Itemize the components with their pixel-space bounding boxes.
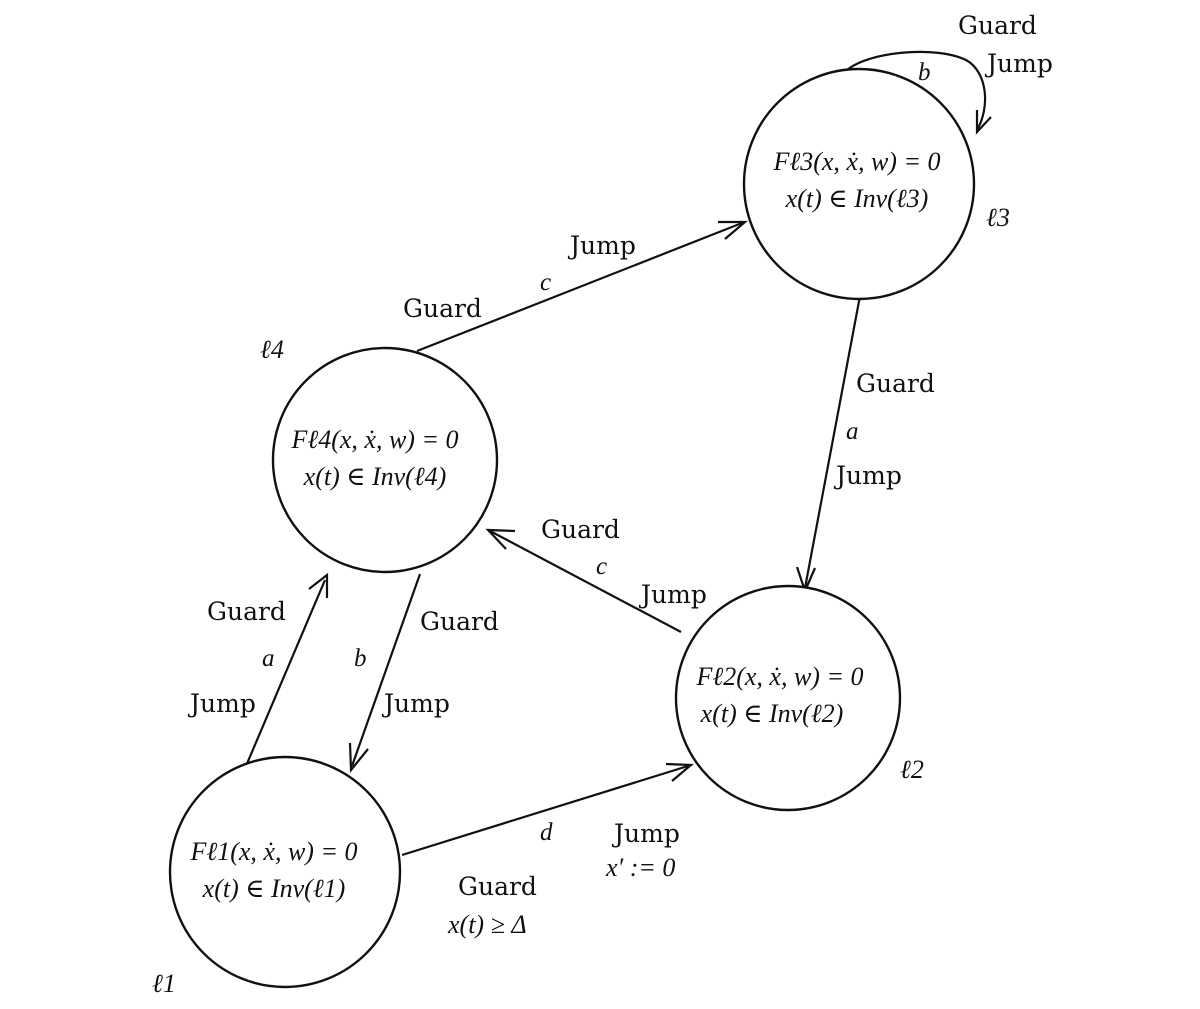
l3-l2-jump-label: Jump	[833, 461, 902, 490]
l1-l4-guard-label: Guard	[207, 597, 286, 626]
location-l1-label: ℓ1	[152, 969, 176, 998]
location-l3-label: ℓ3	[986, 203, 1010, 232]
l1-l4-event-label: a	[262, 645, 275, 672]
l4-l3-jump-label: Jump	[567, 231, 636, 260]
l1-l2-jump-reset: x′ := 0	[605, 853, 675, 882]
l3-l2-guard-label: Guard	[856, 369, 935, 398]
location-l2-invariant: x(t) ∈ Inv(ℓ2)	[700, 699, 844, 728]
location-l1[interactable]: Fℓ1(x, ẋ, w) = 0 x(t) ∈ Inv(ℓ1)	[168, 755, 402, 989]
l3-l2-event-label: a	[846, 418, 859, 445]
transition-l4-to-l3	[416, 220, 748, 353]
location-l2-label: ℓ2	[900, 755, 924, 784]
location-l1-equation: Fℓ1(x, ẋ, w) = 0	[190, 837, 358, 866]
l2-l4-guard-label: Guard	[541, 515, 620, 544]
transition-l3-self-loop	[845, 50, 992, 135]
location-l3-invariant: x(t) ∈ Inv(ℓ3)	[785, 184, 929, 213]
l4-l3-guard-label: Guard	[403, 294, 482, 323]
location-l3[interactable]: Fℓ3(x, ẋ, w) = 0 x(t) ∈ Inv(ℓ3)	[742, 67, 976, 301]
transition-l1-to-l2	[401, 762, 694, 857]
location-l4-label: ℓ4	[260, 335, 284, 364]
location-l4[interactable]: Fℓ4(x, ẋ, w) = 0 x(t) ∈ Inv(ℓ4)	[271, 346, 499, 574]
l1-l2-jump-label: Jump	[611, 819, 680, 848]
l4-l3-event-label: c	[540, 269, 551, 296]
l4-l1-event-label: b	[354, 645, 367, 672]
l3-self-jump-label: Jump	[984, 49, 1053, 78]
location-l1-invariant: x(t) ∈ Inv(ℓ1)	[202, 874, 346, 903]
l4-l1-jump-label: Jump	[381, 689, 450, 718]
l3-self-guard-label: Guard	[958, 11, 1037, 40]
location-l4-equation: Fℓ4(x, ẋ, w) = 0	[291, 425, 459, 454]
location-l3-equation: Fℓ3(x, ẋ, w) = 0	[773, 147, 941, 176]
l1-l2-guard-condition: x(t) ≥ Δ	[447, 910, 527, 939]
transition-l2-to-l4	[485, 528, 682, 633]
location-l2-equation: Fℓ2(x, ẋ, w) = 0	[696, 662, 864, 691]
location-l4-invariant: x(t) ∈ Inv(ℓ4)	[303, 462, 447, 491]
l1-l4-jump-label: Jump	[187, 689, 256, 718]
l2-l4-event-label: c	[596, 553, 607, 580]
l4-l1-guard-label: Guard	[420, 607, 499, 636]
transition-l4-to-l1	[348, 573, 422, 773]
l1-l2-guard-label: Guard	[458, 872, 537, 901]
l3-self-event-label: b	[918, 59, 931, 86]
l1-l2-event-label: d	[540, 819, 553, 846]
location-l2[interactable]: Fℓ2(x, ẋ, w) = 0 x(t) ∈ Inv(ℓ2)	[674, 584, 902, 812]
transition-l1-to-l4	[244, 572, 329, 767]
l2-l4-jump-label: Jump	[638, 580, 707, 609]
